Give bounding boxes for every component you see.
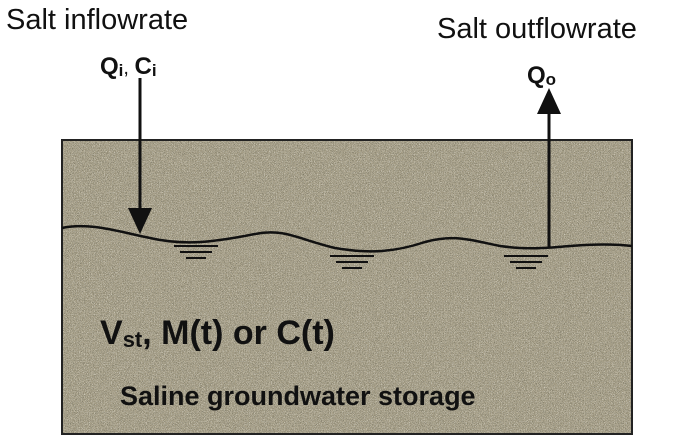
storage-box — [61, 139, 633, 435]
inflow-arrow — [128, 78, 152, 234]
water-table-symbol-3 — [504, 255, 548, 269]
outflow-title: Salt outflowrate — [437, 13, 637, 45]
outflow-arrow — [537, 88, 561, 248]
outflow-variable: Qo — [527, 62, 556, 89]
water-table-symbol-1 — [174, 245, 218, 259]
water-table-line — [61, 224, 633, 253]
inflow-variables: Qi, Ci — [100, 53, 157, 80]
water-table-symbol-2 — [330, 255, 374, 269]
inflow-title: Salt inflowrate — [6, 4, 188, 36]
storage-variables: Vst, M(t) or C(t) — [100, 314, 335, 352]
storage-caption: Saline groundwater storage — [120, 381, 476, 411]
